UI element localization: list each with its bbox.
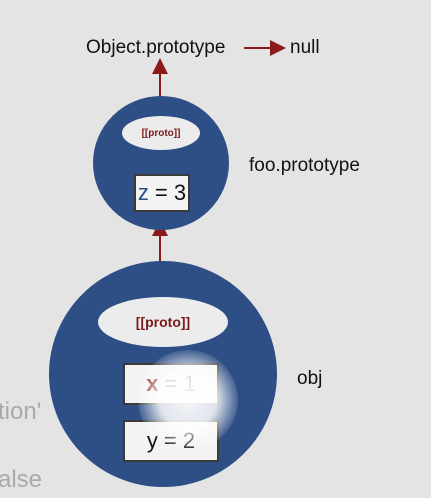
prop-value-y: = 2 <box>163 428 196 453</box>
foo-prototype-label: foo.prototype <box>249 155 360 176</box>
obj-prop-x: x = 1 <box>123 363 219 405</box>
prop-value-x: = 1 <box>164 371 196 396</box>
prop-key-z: z <box>137 180 149 205</box>
foo-prototype-proto-slot: [[proto]] <box>122 116 200 150</box>
prop-key-x: x <box>146 371 159 396</box>
null-label: null <box>290 37 320 58</box>
obj-prop-y: y = 2 <box>123 420 219 462</box>
obj-proto-slot: [[proto]] <box>98 297 228 347</box>
cutoff-text-2: alse <box>0 466 43 493</box>
obj-label: obj <box>297 368 323 389</box>
cutoff-text-1: tion' <box>0 398 42 425</box>
foo-prototype-prop-z: z = 3 <box>134 174 190 212</box>
prop-key-y: y <box>146 428 158 453</box>
prop-value-z: = 3 <box>154 180 187 205</box>
object-prototype-label: Object.prototype <box>86 37 226 58</box>
